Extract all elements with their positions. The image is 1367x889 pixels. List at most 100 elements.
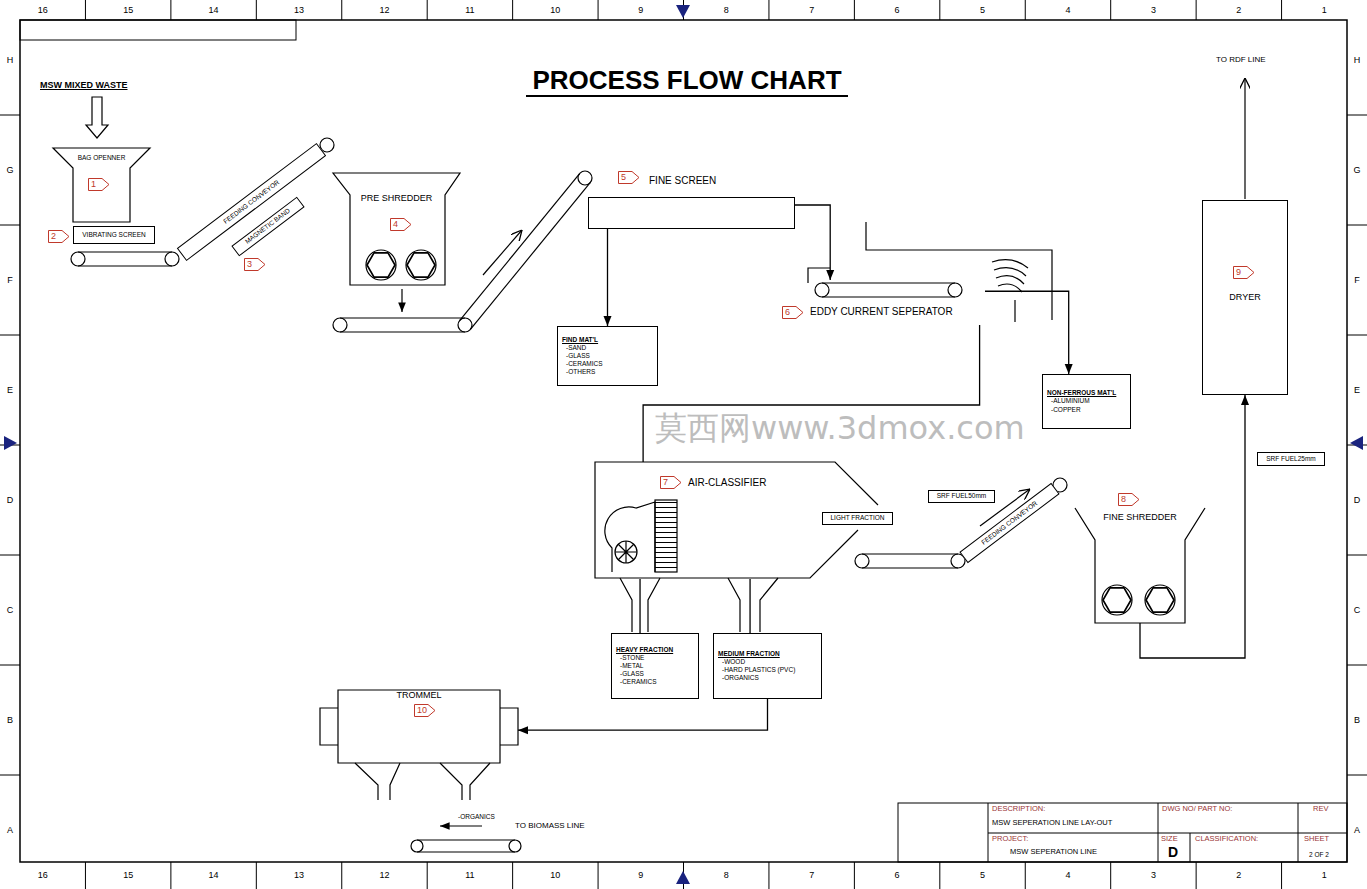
feed-arrow — [86, 97, 108, 138]
outlet-funnels — [728, 578, 778, 632]
callout-flag — [619, 172, 640, 184]
screen-and-rollers — [367, 253, 395, 277]
grid-number: 14 — [209, 5, 219, 15]
sheet-frame — [512, 0, 513, 20]
sheet-frame — [85, 0, 86, 20]
flow-connector — [749, 579, 750, 633]
callout-number: 3 — [244, 258, 266, 271]
list-item: -ORGANICS — [718, 674, 759, 682]
grid-number: 15 — [123, 870, 133, 880]
sheet-frame — [676, 5, 690, 18]
chart-title: PROCESS FLOW CHART — [532, 66, 841, 96]
outlet-funnels — [620, 578, 660, 632]
conveyor-belts — [822, 296, 955, 297]
node-label: LIGHT FRACTION — [830, 514, 884, 522]
node-label: BAG OPENNER — [78, 154, 126, 162]
sheet-frame — [1347, 555, 1367, 556]
node-label: SRF FUEL50mm — [937, 492, 986, 500]
title-block-heading: CLASSIFICATION: — [1195, 835, 1258, 844]
screen-and-rollers — [1145, 585, 1175, 615]
sheet-frame — [0, 225, 20, 226]
product-box: SRF FUEL50mm — [928, 490, 995, 503]
sheet-frame — [854, 0, 855, 20]
sheet-frame — [1196, 862, 1197, 889]
list-item: -HARD PLASTICS (PVC) — [718, 666, 795, 674]
callout-number: 9 — [1233, 266, 1255, 279]
grid-letter: H — [1354, 55, 1361, 65]
grid-number: 12 — [379, 5, 389, 15]
grid-letter: B — [7, 715, 13, 725]
callout-flag — [391, 219, 412, 231]
eddy-chutes-and-magnets — [866, 222, 1052, 320]
grid-number: 3 — [1151, 870, 1156, 880]
title-block-heading: PROJECT: — [992, 835, 1028, 844]
title-block — [988, 833, 1347, 834]
classifier-fan — [605, 502, 655, 572]
callout-number: 6 — [782, 306, 804, 319]
classifier-fan — [615, 541, 637, 563]
callout-flag — [1119, 494, 1140, 506]
eddy-chutes-and-magnets — [808, 268, 830, 283]
flow-connector — [795, 205, 830, 280]
list-item: -OTHERS — [562, 368, 595, 376]
sheet-frame — [0, 115, 20, 116]
sheet-frame — [768, 862, 769, 889]
grid-letter: G — [1353, 165, 1360, 175]
grid-letter: H — [7, 55, 14, 65]
title-block-heading: REV — [1313, 805, 1328, 814]
conveyor-belts — [470, 182, 590, 329]
shredder-hopper: FINE SHREDDER — [1075, 508, 1205, 623]
callout-number: 5 — [618, 171, 640, 184]
callout-number: 8 — [1118, 493, 1140, 506]
grid-number: 7 — [809, 5, 814, 15]
trommel-drum: TROMMEL — [320, 690, 518, 763]
watermark: 莫西网www.3dmox.com — [655, 410, 1025, 447]
output-label: TO BIOMASS LINE — [515, 821, 585, 830]
sheet-frame — [1350, 436, 1363, 450]
flow-arrows — [401, 289, 402, 312]
screen-and-rollers — [1102, 585, 1132, 615]
callout-flag — [415, 705, 436, 717]
classifier-fan — [605, 500, 677, 572]
conveyor-belts — [165, 252, 179, 266]
eddy-chutes-and-magnets — [996, 276, 1024, 284]
flow-arrows — [402, 78, 1245, 826]
conveyor-belts — [71, 138, 1067, 852]
classifier-fan — [615, 541, 637, 563]
product-box: SRF FUEL25mm — [1257, 452, 1325, 466]
sheet-frame — [20, 20, 1347, 862]
callout-flag — [1234, 267, 1255, 279]
grid-letter: C — [1354, 605, 1361, 615]
conveyor-belts — [862, 567, 958, 568]
sheet-frame — [1347, 665, 1367, 666]
conveyor-belts — [417, 851, 515, 852]
output-label: TO RDF LINE — [1216, 55, 1266, 64]
grid-letter: A — [7, 825, 13, 835]
sheet-frame — [676, 871, 690, 884]
sheet-frame — [939, 0, 940, 20]
conveyor-belts — [862, 553, 958, 554]
list-item: -SAND — [562, 344, 586, 352]
sheet-frame — [20, 20, 296, 40]
input-label: MSW MIXED WASTE — [40, 80, 128, 90]
grid-number: 9 — [638, 5, 643, 15]
outlet-funnels — [355, 763, 400, 800]
dryer-box: DRYER — [1202, 200, 1288, 395]
screen-and-rollers — [407, 253, 435, 277]
screen-and-rollers — [366, 204, 1175, 615]
grid-number: 3 — [1151, 5, 1156, 15]
grid-letter: E — [7, 385, 13, 395]
callout-number: 10 — [414, 704, 436, 717]
output-label: -ORGANICS — [458, 813, 495, 820]
grid-letter: B — [1354, 715, 1360, 725]
list-item: -ALUMINIUM — [1047, 397, 1090, 405]
sheet-frame — [1281, 862, 1282, 889]
callout-flag — [661, 477, 682, 489]
eddy-chutes-and-magnets — [808, 222, 1052, 322]
node-label: FEEDING CONVEYOR — [979, 499, 1038, 546]
feed-arrow — [86, 97, 108, 138]
sheet-frame — [1110, 862, 1111, 889]
callout-number: 2 — [51, 231, 56, 241]
flow-connector — [607, 229, 608, 326]
screen-and-rollers — [406, 250, 436, 280]
